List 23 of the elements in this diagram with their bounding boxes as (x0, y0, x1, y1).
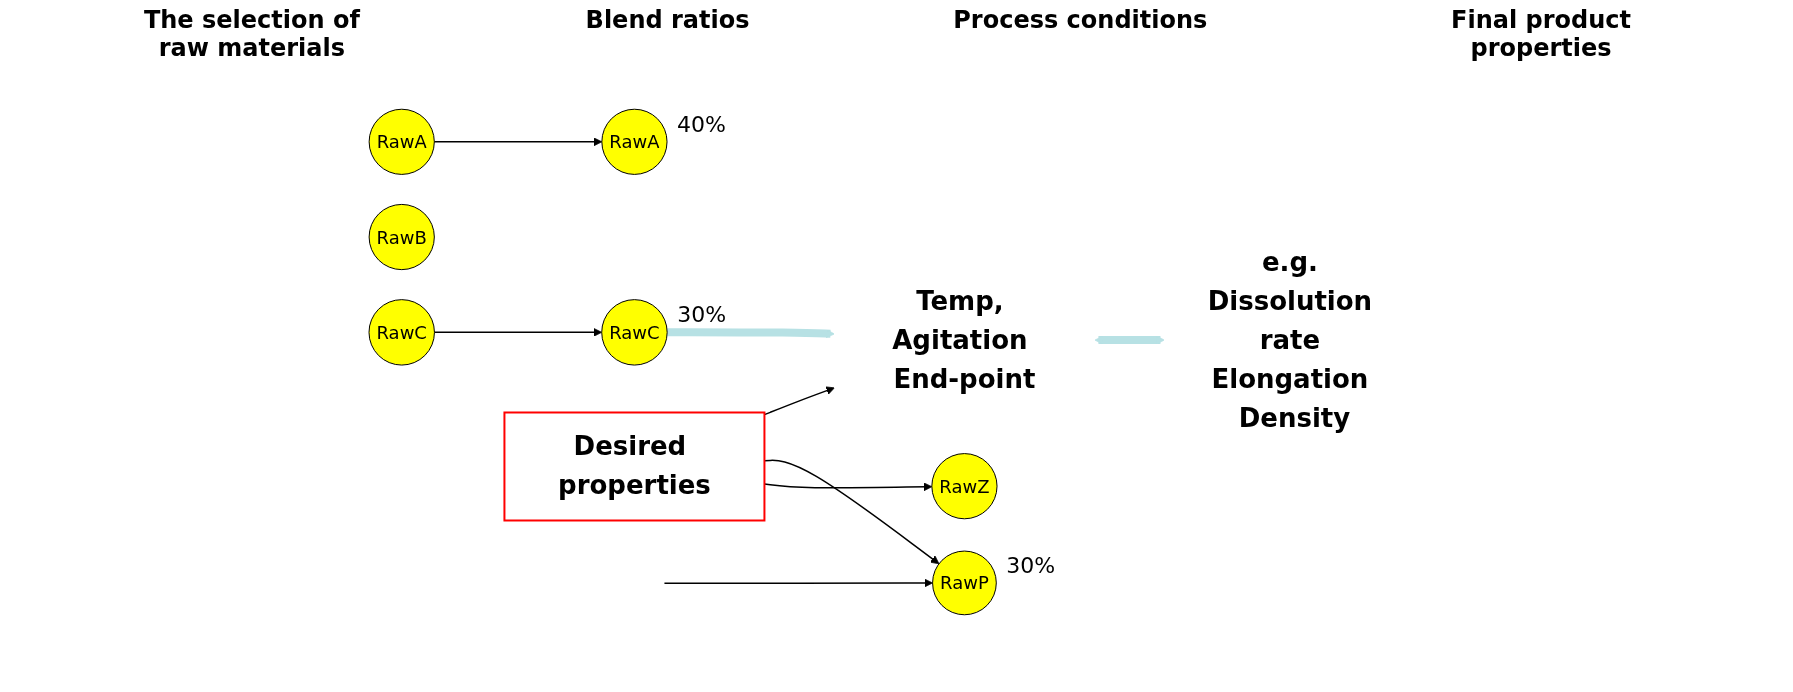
arrow (663, 578, 933, 588)
node-circle: RawC (368, 299, 435, 366)
arrow (433, 327, 602, 337)
node-circle: RawA (368, 108, 435, 175)
percentage-text: 40% (676, 111, 726, 137)
node-circle: RawB (368, 203, 435, 271)
column-heading: Final product properties (1450, 6, 1633, 62)
percentage-text: 30% (676, 302, 726, 328)
percentage-text: 30% (1006, 552, 1055, 578)
node-circle: RawA (601, 108, 668, 175)
node-circle: RawZ (931, 453, 998, 520)
node-circle: RawP (931, 550, 997, 616)
arrow (666, 328, 835, 338)
arrow (763, 386, 835, 416)
node-text: e.g. Dissolution rate Elongation Density (1207, 246, 1372, 433)
node-text: Temp, Agitation End-point (892, 285, 1036, 394)
column-heading: Blend ratios (585, 6, 750, 36)
column-heading: Process conditions (953, 6, 1208, 36)
node-circle: RawC (601, 299, 668, 366)
arrow (1094, 335, 1165, 345)
arrow (433, 137, 603, 147)
node-box: Desired properties (503, 411, 766, 522)
column-heading: The selection of raw materials (142, 6, 362, 62)
